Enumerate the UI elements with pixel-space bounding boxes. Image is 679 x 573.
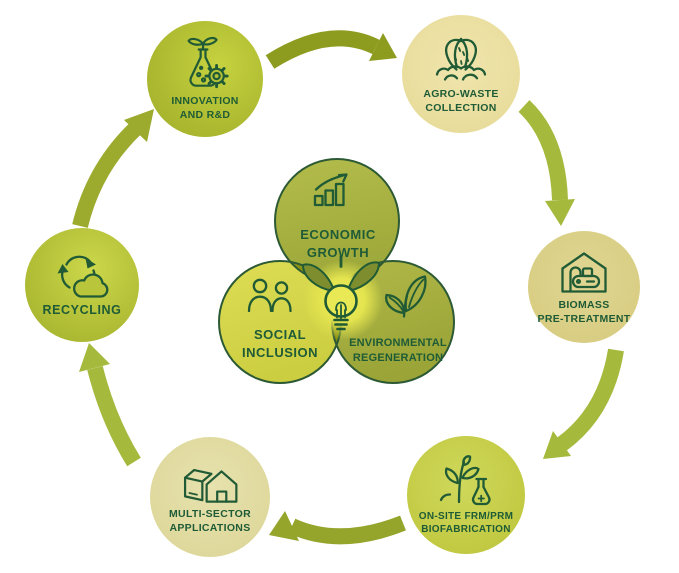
arrow-multisector-to-recycling [79, 343, 141, 467]
node-label-multi-sector: MULTI-SECTOR APPLICATIONS [169, 507, 251, 534]
node-label-recycling: RECYCLING [42, 303, 122, 318]
node-onsite-biofabrication: ON-SITE FRM/PRM BIOFABRICATION [407, 436, 525, 554]
leaves-icon [385, 275, 427, 318]
arrow-recycling-to-innovation [72, 109, 154, 228]
plant-flask-icon [439, 454, 491, 505]
node-biomass-pre-treatment: BIOMASS PRE-TREATMENT [528, 231, 640, 343]
arrow-biomass-to-onsite [543, 348, 624, 459]
flask-gear-sprout-icon [187, 36, 229, 88]
node-label-onsite: ON-SITE FRM/PRM BIOFABRICATION [418, 510, 514, 535]
node-innovation-rd: INNOVATION AND R&D [147, 21, 263, 137]
people-icon [247, 278, 292, 312]
venn-label-social-inclusion: SOCIAL INCLUSION [242, 327, 318, 360]
node-label-innovation: INNOVATION AND R&D [171, 94, 239, 121]
organic-waste-icon [435, 37, 487, 81]
node-multi-sector-applications: MULTI-SECTOR APPLICATIONS [150, 437, 270, 557]
growth-chart-icon [313, 173, 348, 207]
processing-facility-icon [561, 252, 607, 293]
lightbulb-icon [302, 255, 380, 331]
arrow-innovation-to-agrowaste [265, 30, 397, 69]
arrow-agrowaste-to-biomass [518, 100, 575, 226]
venn-label-environmental-regeneration: ENVIRONMENTAL REGENERATION [349, 337, 447, 365]
venn-label-economic-growth: ECONOMIC GROWTH [300, 227, 376, 260]
recycle-cloud-icon [57, 256, 109, 299]
arrow-onsite-to-multisector [269, 511, 406, 545]
box-house-icon [183, 468, 238, 503]
node-recycling: RECYCLING [25, 228, 139, 342]
node-label-agro-waste: AGRO-WASTE COLLECTION [423, 87, 499, 114]
node-agro-waste-collection: AGRO-WASTE COLLECTION [402, 15, 520, 133]
node-label-biomass: BIOMASS PRE-TREATMENT [537, 298, 631, 325]
